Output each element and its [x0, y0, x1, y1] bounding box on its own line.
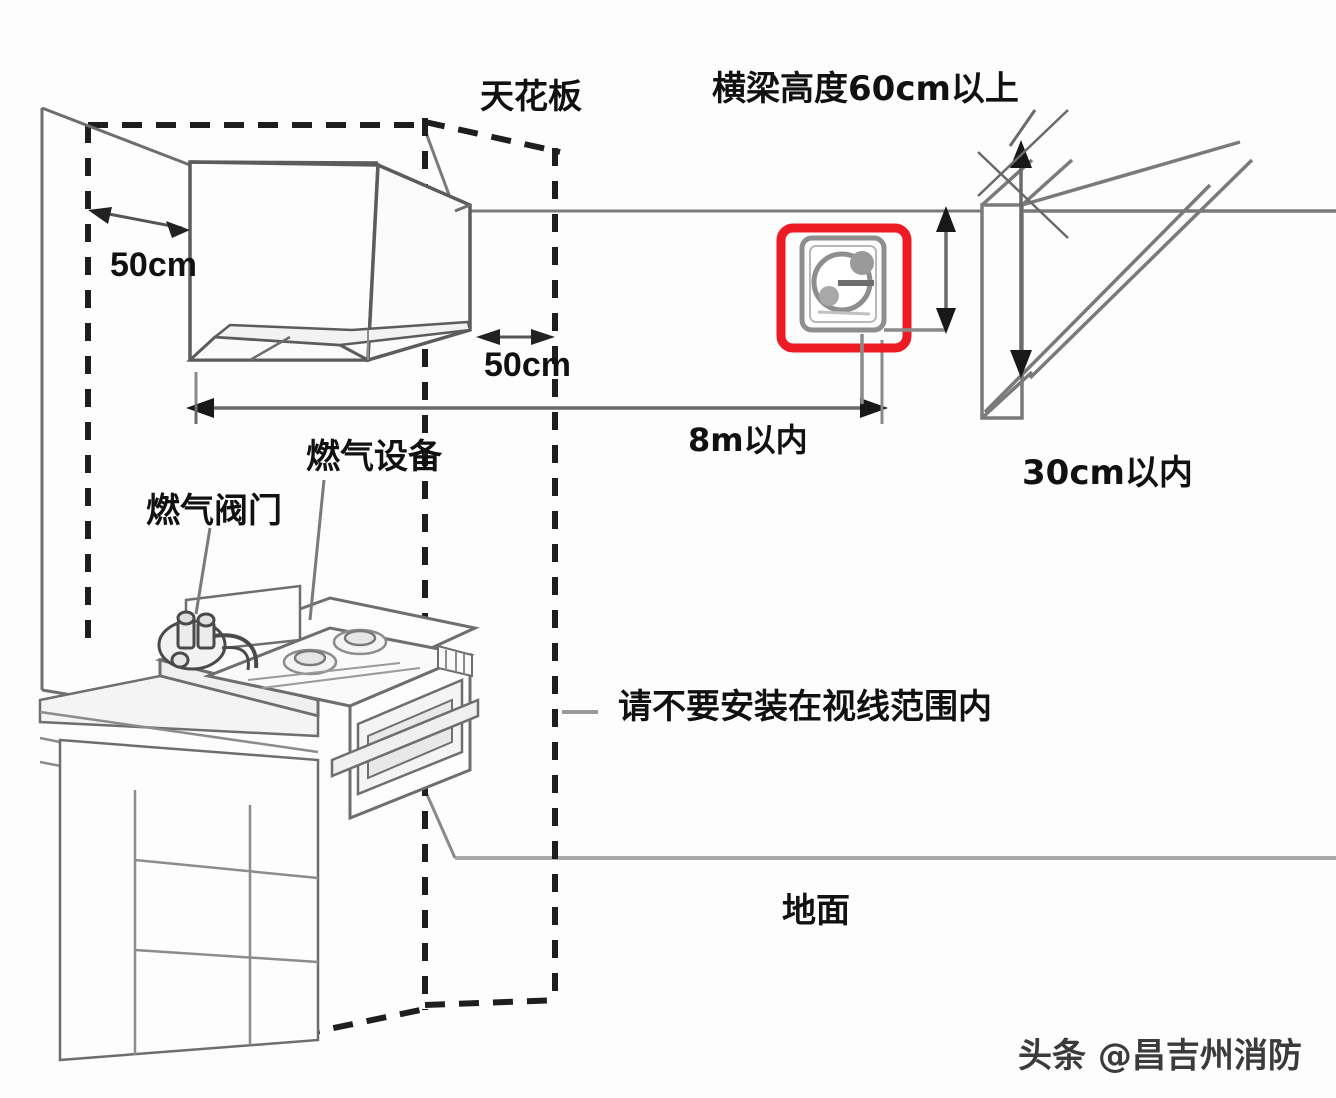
beam-label-leaders	[977, 109, 1069, 239]
label-beam-clearance: 30cm以内	[1022, 453, 1193, 493]
gas-valve	[157, 610, 259, 671]
label-leader-lines	[194, 479, 598, 714]
dimension-arrow-30cm	[936, 206, 956, 334]
ceiling-beam	[980, 140, 1336, 420]
label-detector-distance: 8m以内	[688, 421, 808, 459]
label-gas-valve: 燃气阀门	[146, 491, 282, 531]
ceiling-line-group	[423, 129, 1336, 213]
gas-detector-device	[799, 235, 887, 333]
label-beam-height: 横梁高度60cm以上	[712, 69, 1019, 109]
wall-top-edge	[40, 106, 191, 714]
dimension-arrow-8m	[186, 340, 888, 424]
hood-ceiling-connector	[454, 203, 471, 213]
label-ceiling: 天花板	[480, 77, 582, 117]
floor-line-group	[423, 789, 1336, 860]
label-hood-right-clearance: 50cm	[484, 346, 571, 384]
watermark-text: 头条 @昌吉州消防	[1018, 1036, 1302, 1076]
label-floor: 地面	[782, 891, 850, 931]
label-line-of-sight-warning: 请不要安装在视线范围内	[618, 687, 992, 727]
gas-stove-oven	[202, 626, 480, 821]
dimension-arrow-hood-right	[476, 329, 555, 345]
detector-highlight-box	[776, 223, 912, 353]
range-hood	[186, 160, 472, 363]
label-hood-left-clearance: 50cm	[110, 246, 197, 284]
label-gas-equipment: 燃气设备	[306, 437, 442, 477]
detector-leader-lines	[860, 328, 946, 404]
dimension-arrow-hood-left	[88, 207, 190, 238]
